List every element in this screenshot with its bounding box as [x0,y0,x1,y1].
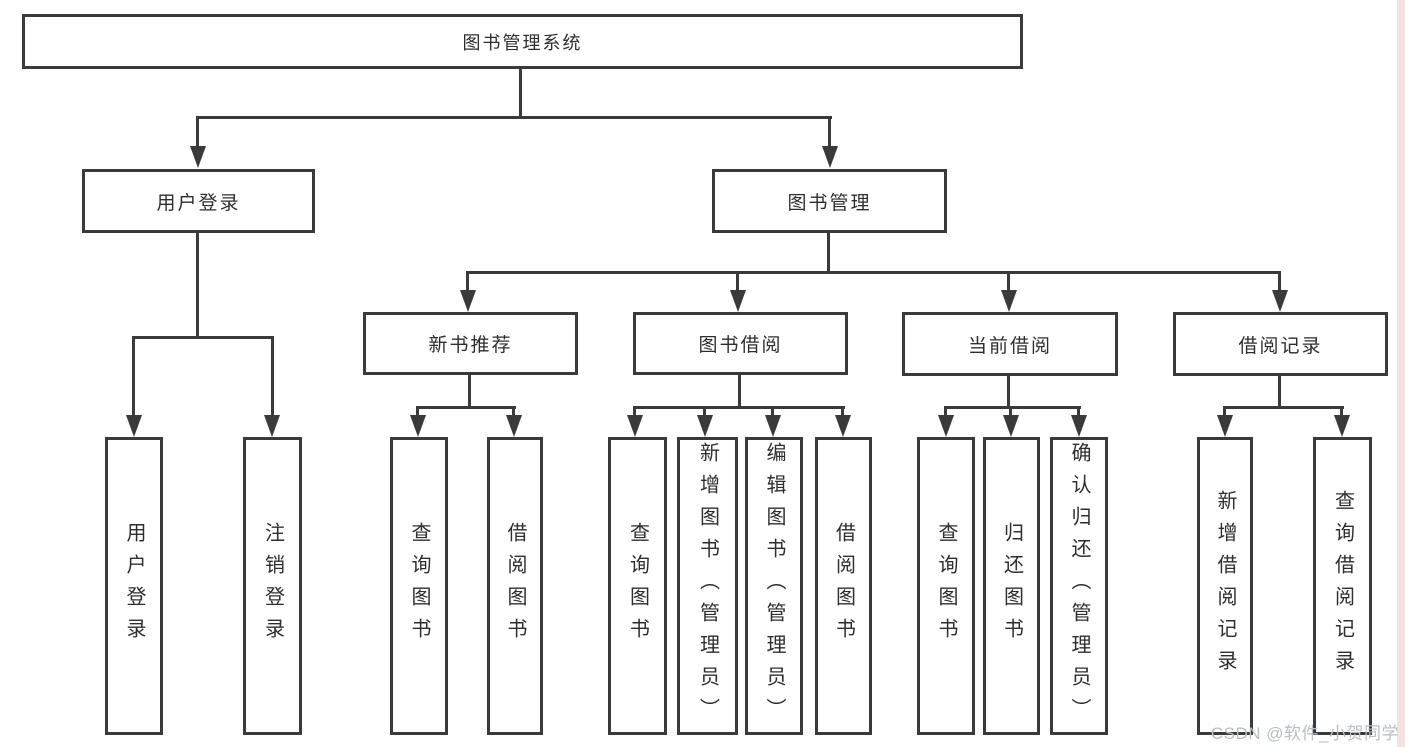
node-label: 图书借阅 [698,335,783,356]
node-label: 注销登录 [261,522,284,650]
connector [132,336,274,339]
connector [1077,406,1080,418]
connector [841,406,844,418]
arrowhead [730,290,746,312]
node-label: 借阅记录 [1238,335,1323,357]
leaf-borrow-books: 借阅图书 [815,437,872,735]
arrowhead [1071,415,1087,437]
leaf-query-books-borrow: 查询图书 [608,437,667,735]
arrowhead [460,290,476,312]
connector [1223,406,1344,409]
connector [416,406,516,409]
arrowhead [506,415,522,437]
node-label: 查询图书 [408,522,430,650]
connector [196,116,199,147]
node-label: 新增图书（管理员） [696,442,719,730]
connector [132,336,135,416]
arrowhead [410,415,426,437]
leaf-logout: 注销登录 [243,437,302,735]
connector [828,116,831,147]
node-book-management: 图书管理 [712,169,947,233]
arrowhead [1334,415,1350,437]
connector [468,375,471,409]
leaf-user-login: 用户登录 [105,437,163,735]
connector [512,406,515,418]
arrowhead [697,415,713,437]
arrowhead [126,415,142,437]
connector [196,116,832,119]
arrowhead [264,415,280,437]
connector [944,406,1081,409]
arrowhead [190,146,206,168]
node-borrow-records: 借阅记录 [1173,312,1388,376]
leaf-borrow-books-recommend: 借阅图书 [487,437,543,735]
connector [1007,376,1010,409]
arrowhead [1003,415,1019,437]
leaf-return-books: 归还图书 [983,437,1040,735]
arrowhead [835,415,851,437]
arrowhead [1272,290,1288,312]
connector [736,271,739,293]
connector [1278,271,1281,293]
leaf-add-borrow-record: 新增借阅记录 [1197,437,1253,735]
node-label: 图书管理系统 [462,32,583,53]
node-library-system: 图书管理系统 [22,14,1023,69]
leaf-query-books-current: 查询图书 [917,437,975,735]
connector [1340,406,1343,418]
connector [196,233,199,338]
node-label: 借阅图书 [504,522,526,650]
connector [771,406,774,418]
leaf-query-books-recommend: 查询图书 [390,437,448,735]
node-current-borrow: 当前借阅 [902,312,1118,376]
node-label: 归还图书 [1000,522,1023,650]
node-label: 编辑图书（管理员） [763,442,785,730]
connector [416,406,419,418]
connector [633,406,845,409]
node-label: 查询借阅记录 [1331,490,1354,682]
node-label: 确认归还（管理员） [1068,442,1090,730]
connector [944,406,947,418]
connector [271,336,274,416]
connector [466,271,1280,274]
connector [466,271,469,293]
connector [738,375,741,409]
connector [1007,271,1010,293]
leaf-query-borrow-record: 查询借阅记录 [1313,437,1372,735]
connector [519,69,522,118]
right-edge-strip [1397,0,1405,747]
arrowhead [627,415,643,437]
connector [1223,406,1226,418]
node-label: 查询图书 [626,522,649,650]
connector [827,233,830,274]
connector [703,406,706,418]
node-new-book-recommend: 新书推荐 [363,312,578,375]
arrowhead [1001,290,1017,312]
node-label: 新增借阅记录 [1214,490,1236,682]
node-label: 用户登录 [123,522,145,650]
csdn-watermark: CSDN @软件_小贺同学 [1210,724,1399,743]
leaf-confirm-return-admin: 确认归还（管理员） [1050,437,1108,735]
arrowhead [1217,415,1233,437]
node-label: 借阅图书 [832,522,855,650]
arrowhead [938,415,954,437]
node-label: 新书推荐 [428,335,513,356]
connector [1278,376,1281,409]
node-user-login: 用户登录 [82,169,315,233]
connector [633,406,636,418]
node-label: 图书管理 [787,192,872,214]
leaf-edit-books-admin: 编辑图书（管理员） [745,437,803,735]
node-label: 当前借阅 [967,335,1052,357]
arrowhead [765,415,781,437]
node-book-borrow: 图书借阅 [633,312,848,375]
arrowhead [822,146,838,168]
leaf-add-books-admin: 新增图书（管理员） [677,437,738,735]
node-label: 查询图书 [935,522,957,650]
node-label: 用户登录 [156,192,241,214]
connector [1009,406,1012,418]
